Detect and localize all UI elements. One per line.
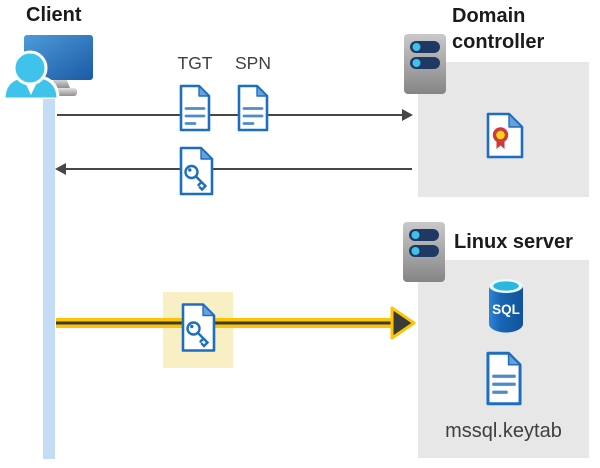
client-to-linux-yellow-arrow — [56, 306, 416, 340]
tgt-document-icon — [179, 84, 211, 132]
client-to-dc-arrow-line — [57, 114, 403, 116]
service-ticket-key-document-icon — [179, 146, 214, 196]
dc-to-client-arrow-line — [64, 168, 412, 170]
linux-server-title: Linux server — [454, 231, 573, 253]
spn-document-icon — [237, 84, 269, 132]
dc-to-client-arrowhead-icon — [55, 163, 66, 175]
mssql-keytab-label: mssql.keytab — [445, 420, 562, 442]
domain-controller-title: Domain controller — [452, 5, 545, 53]
keytab-file-document-icon — [486, 351, 522, 406]
certificate-document-icon — [486, 112, 524, 159]
client-computer-user-icon — [2, 35, 93, 99]
client-to-dc-arrowhead-icon — [402, 109, 413, 121]
client-lifeline-bar — [43, 95, 55, 459]
sql-label: SQL — [492, 302, 520, 317]
sql-database-icon: SQL — [489, 279, 523, 333]
client-title: Client — [26, 4, 82, 26]
keytab-key-document-icon — [181, 303, 216, 352]
linux-server-icon — [403, 222, 445, 282]
domain-controller-server-icon — [404, 34, 446, 94]
user-icon — [2, 50, 60, 99]
tgt-label: TGT — [177, 53, 213, 73]
spn-label: SPN — [235, 53, 271, 73]
